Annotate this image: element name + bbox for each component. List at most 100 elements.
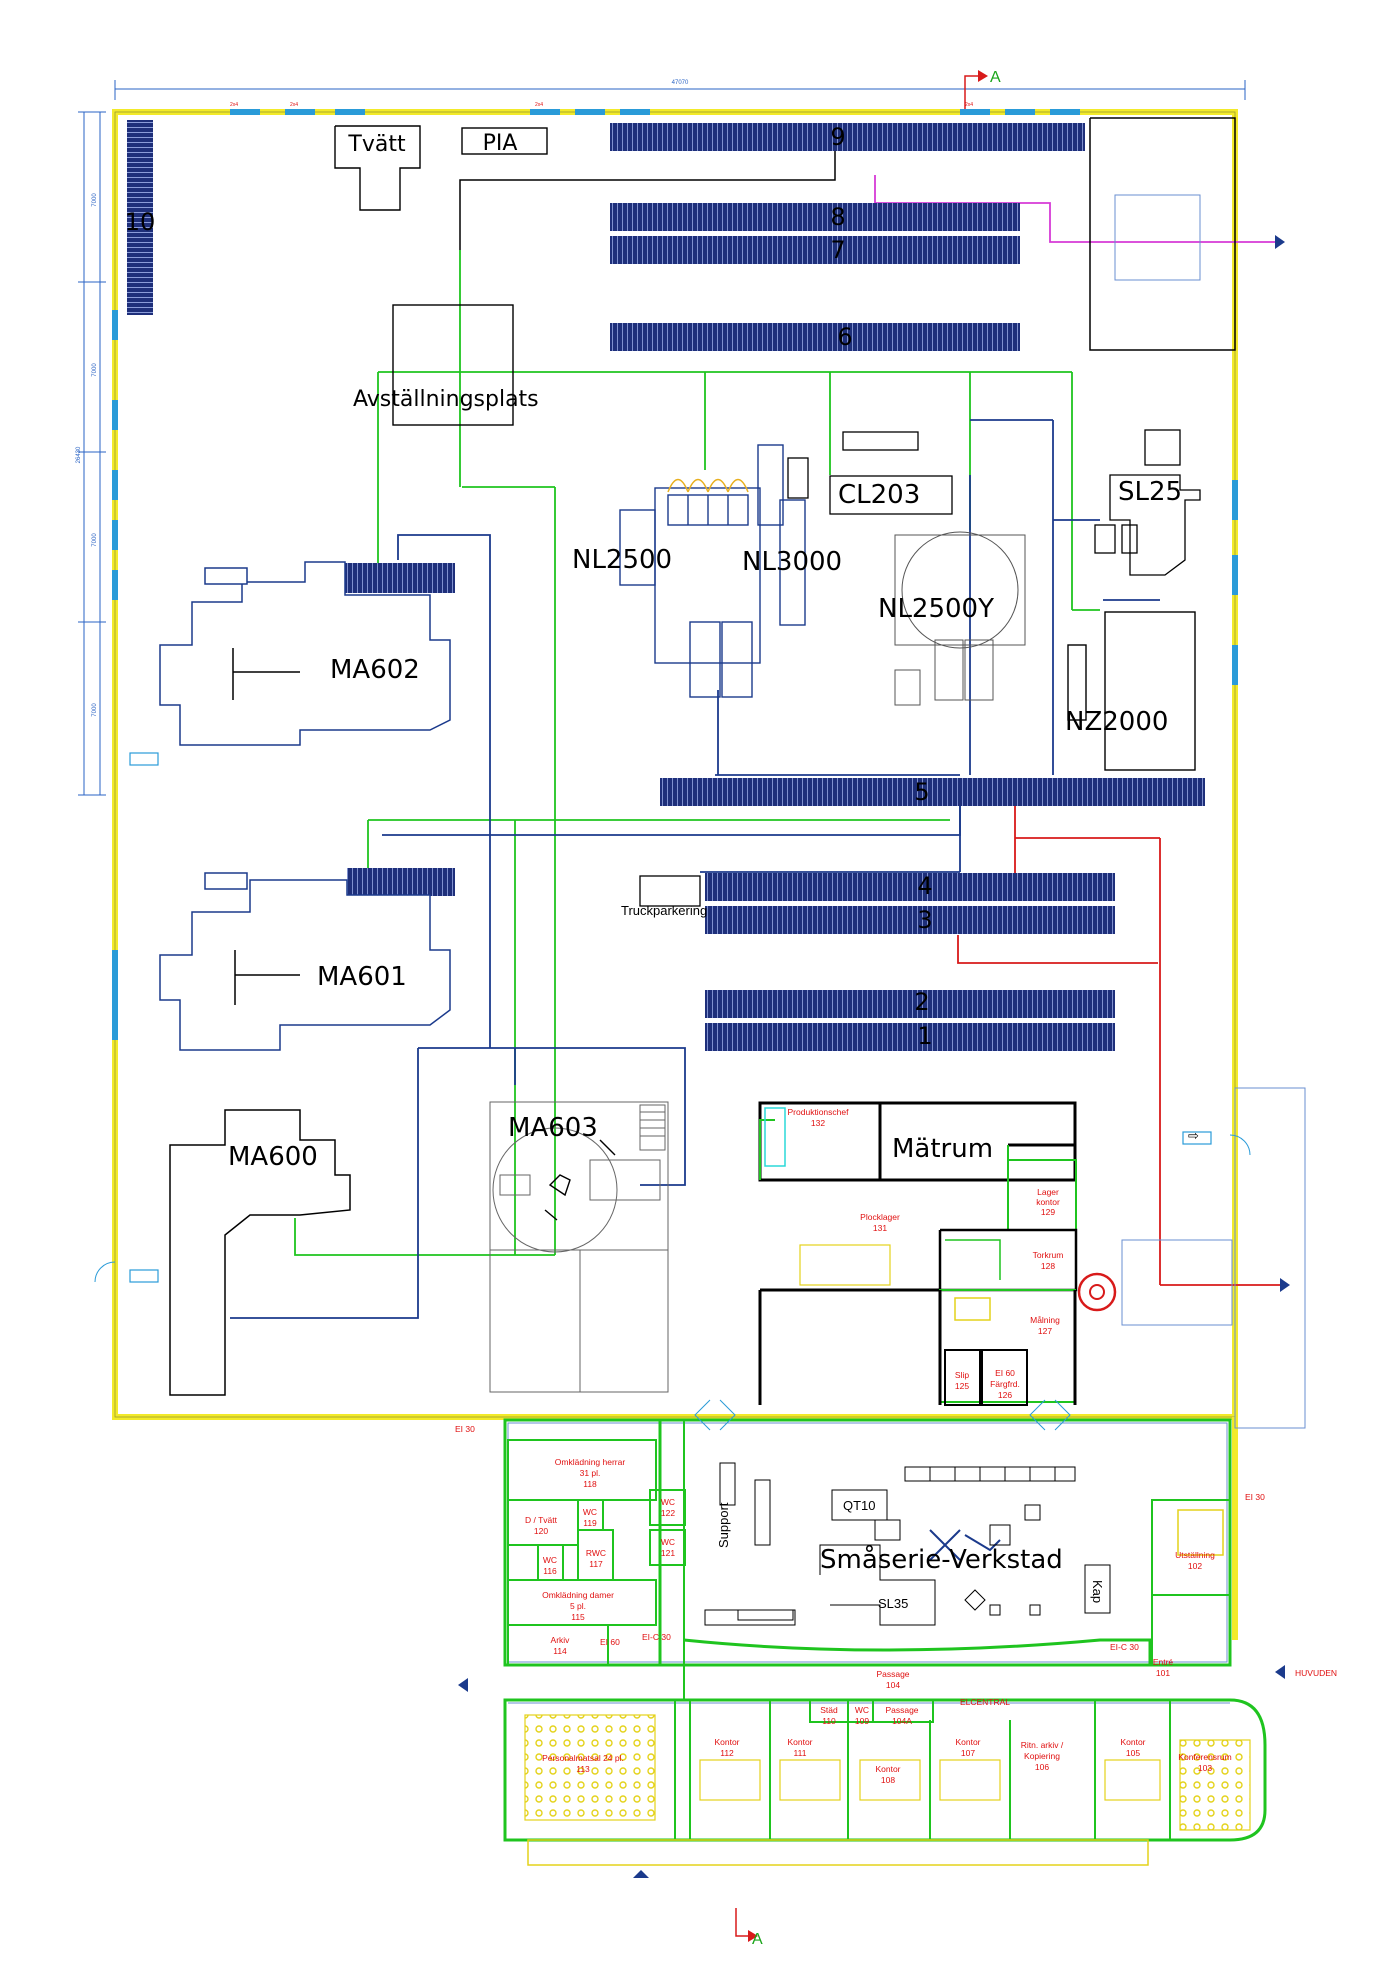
zone-support-label: Support <box>716 1502 731 1548</box>
svg-text:127: 127 <box>1038 1326 1052 1336</box>
machine-ma602-label: MA602 <box>330 655 420 685</box>
rack-2 <box>705 990 1115 1018</box>
machine-ma603-label: MA603 <box>508 1113 598 1143</box>
svg-text:105: 105 <box>1126 1748 1140 1758</box>
svg-text:EI 30: EI 30 <box>1245 1492 1265 1502</box>
machine-ma603 <box>489 1101 669 1393</box>
svg-text:EI 60: EI 60 <box>600 1637 620 1647</box>
svg-text:111: 111 <box>794 1748 807 1758</box>
section-marker-bottom-label: A <box>752 1931 763 1948</box>
svg-text:Omklädning damer: Omklädning damer <box>542 1590 614 1600</box>
svg-text:Personalmatsal 24 pl.: Personalmatsal 24 pl. <box>542 1753 624 1763</box>
rack-5 <box>660 778 1205 806</box>
svg-text:6: 6 <box>837 323 852 351</box>
room-labels-hall: Produktionschef 132 Plocklager 131 Lager… <box>788 1107 1064 1400</box>
svg-text:10: 10 <box>125 208 156 236</box>
svg-text:129: 129 <box>1041 1207 1055 1217</box>
offices-row <box>503 1698 1267 1866</box>
side-dimension-2: 7000 <box>92 363 98 377</box>
svg-text:Färgfrd.: Färgfrd. <box>990 1379 1020 1389</box>
svg-text:EI 30: EI 30 <box>455 1424 475 1434</box>
svg-text:2x4: 2x4 <box>535 102 543 108</box>
svg-text:31 pl.: 31 pl. <box>580 1468 601 1478</box>
rack-ma602 <box>345 563 455 593</box>
zone-tvatt-label: Tvätt <box>347 132 406 157</box>
exit-sign <box>129 1269 159 1283</box>
svg-text:Passage: Passage <box>876 1669 909 1679</box>
machine-sl35-label: SL35 <box>878 1596 908 1611</box>
svg-text:9: 9 <box>830 123 845 151</box>
machine-nl3000-label: NL3000 <box>742 547 842 577</box>
svg-text:Kontor: Kontor <box>955 1737 980 1747</box>
svg-text:113: 113 <box>576 1764 590 1774</box>
spool-icon <box>1077 1272 1117 1312</box>
machine-sl25 <box>1094 429 1201 576</box>
svg-text:114: 114 <box>553 1646 567 1656</box>
svg-text:Produktionschef: Produktionschef <box>788 1107 850 1117</box>
section-marker-top-label: A <box>990 69 1001 86</box>
svg-text:WC: WC <box>543 1555 557 1565</box>
zone-truckparkering-label: Truckparkering <box>621 903 707 918</box>
svg-text:118: 118 <box>583 1479 597 1489</box>
svg-text:WC: WC <box>583 1507 597 1517</box>
svg-text:Kontor: Kontor <box>787 1737 812 1747</box>
svg-text:Kontor: Kontor <box>1120 1737 1145 1747</box>
svg-text:EI 60: EI 60 <box>995 1368 1015 1378</box>
svg-text:WC: WC <box>855 1705 869 1715</box>
svg-text:104: 104 <box>886 1680 900 1690</box>
svg-text:2x4: 2x4 <box>230 102 238 108</box>
window-marks: 2x4 2x4 2x4 2x4 <box>112 102 1238 1040</box>
svg-text:⇨: ⇨ <box>1188 1128 1199 1143</box>
entry-arrow-right <box>1275 1665 1285 1679</box>
svg-text:2: 2 <box>914 988 929 1016</box>
rack-8 <box>610 203 1020 231</box>
room-labels-annex: Omklädning herrar 31 pl. 118 D / Tvätt 1… <box>525 1457 1337 1785</box>
rack-1 <box>705 1023 1115 1051</box>
svg-text:WC: WC <box>661 1537 675 1547</box>
doors <box>94 1134 1251 1431</box>
svg-text:3: 3 <box>917 906 932 934</box>
svg-text:101: 101 <box>1156 1668 1170 1678</box>
svg-text:110: 110 <box>822 1716 836 1726</box>
svg-text:8: 8 <box>830 203 845 231</box>
annex-building <box>503 1418 1232 1700</box>
side-dimension-4: 7000 <box>92 703 98 717</box>
svg-text:kontor: kontor <box>1036 1197 1060 1207</box>
zone-truckparkering <box>639 875 701 907</box>
ma603-detail <box>544 1139 616 1221</box>
right-side-boxes <box>1114 194 1306 1429</box>
svg-text:125: 125 <box>955 1381 969 1391</box>
entry-arrow-left <box>458 1678 468 1692</box>
machine-nl2500 <box>619 444 806 698</box>
exit-sign <box>129 752 159 766</box>
zone-avstallningsplats-label: Avställningsplats <box>353 387 539 412</box>
machine-qt10-label: QT10 <box>843 1498 876 1513</box>
production-block <box>758 1101 1078 1406</box>
pipe-end-arrow <box>1280 1278 1290 1292</box>
svg-text:HUVUDEN: HUVUDEN <box>1295 1668 1337 1678</box>
machine-ma600 <box>169 1109 351 1396</box>
svg-text:109: 109 <box>855 1716 869 1726</box>
svg-text:117: 117 <box>589 1559 603 1569</box>
svg-text:108: 108 <box>881 1775 895 1785</box>
black-lines <box>459 117 1236 351</box>
svg-text:Entré: Entré <box>1153 1657 1174 1667</box>
side-dimension-total: 26430 <box>76 446 82 463</box>
svg-text:132: 132 <box>811 1118 825 1128</box>
svg-text:Omklädning herrar: Omklädning herrar <box>555 1457 626 1467</box>
green-network <box>294 250 1100 1256</box>
svg-text:7: 7 <box>830 236 845 264</box>
svg-text:ELCENTRAL: ELCENTRAL <box>960 1697 1010 1707</box>
svg-text:WC: WC <box>661 1497 675 1507</box>
fire-class-marks: EI 30 EI 30 EI 60 EI-C 30 EI-C 30 <box>455 1424 1265 1652</box>
svg-text:Kopiering: Kopiering <box>1024 1751 1060 1761</box>
svg-text:5 pl.: 5 pl. <box>570 1601 586 1611</box>
side-dimension-3: 7000 <box>92 533 98 547</box>
svg-text:D / Tvätt: D / Tvätt <box>525 1515 558 1525</box>
svg-text:Ritn. arkiv /: Ritn. arkiv / <box>1021 1740 1064 1750</box>
svg-text:116: 116 <box>543 1566 557 1576</box>
section-marker-bottom: A <box>735 1908 763 1948</box>
storage-racks <box>127 120 1205 1051</box>
zone-tvatt <box>334 125 421 211</box>
